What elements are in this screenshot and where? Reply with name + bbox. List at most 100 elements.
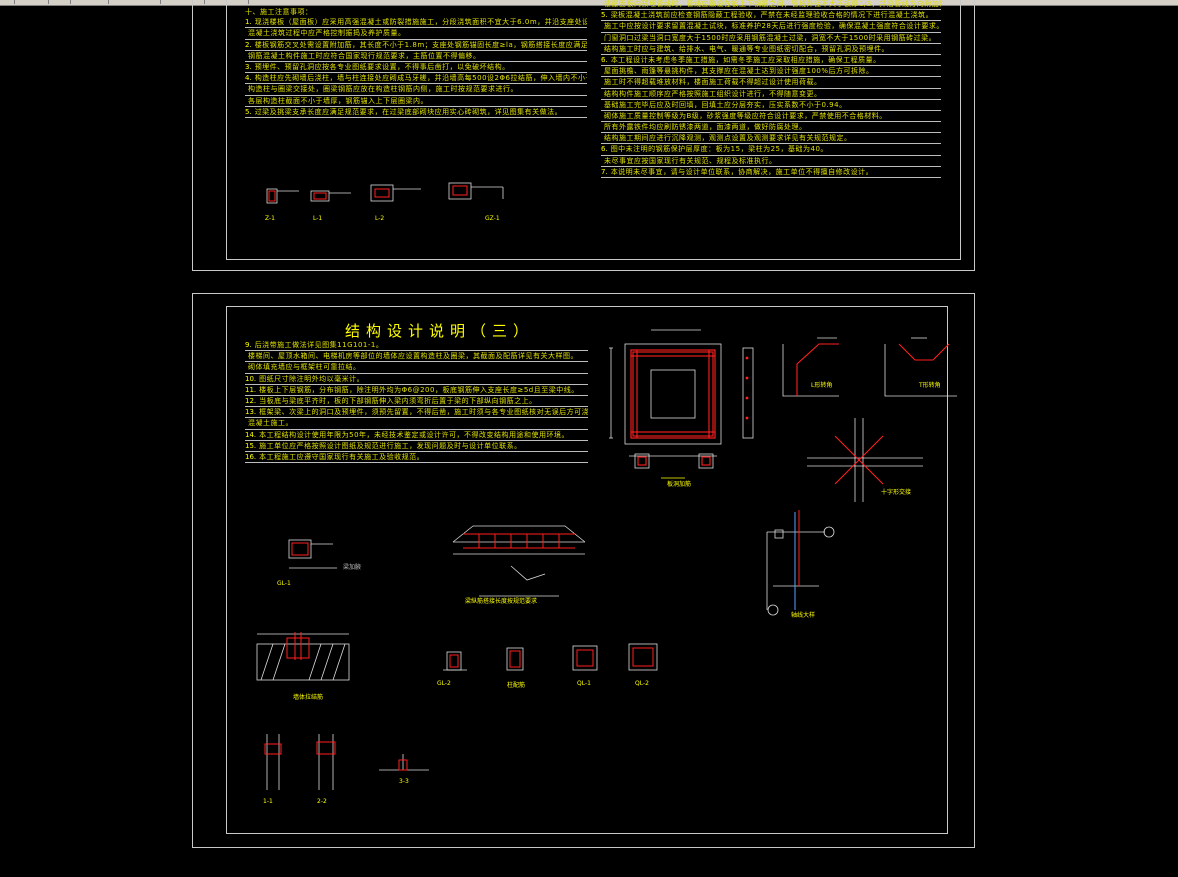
sheet-title: 结构设计说明（三） xyxy=(345,322,535,340)
note-text: 图中未注明的钢筋保护层厚度：板为15，梁柱为25，基础为40。 xyxy=(610,145,828,154)
note-text: 预埋件、预留孔洞应按各专业图纸要求设置，不得事后凿打，以免破坏结构。 xyxy=(254,62,510,71)
note-number: 13. xyxy=(245,408,257,417)
note-text: 构造柱应先砌墙后浇柱，墙与柱连接处应砌成马牙槎，并沿墙高每500设2Φ6拉结筋，… xyxy=(254,74,587,83)
note-text: 施工中应按设计要求留置混凝土试块，标准养护28天后进行强度检验，确保混凝土强度符… xyxy=(604,22,941,31)
note-text: 梁板混凝土浇筑前应检查钢筋隐蔽工程验收，严禁在未经监理验收合格的情况下进行混凝土… xyxy=(610,11,934,20)
notes-right-upper: 楼屋面板内预埋管线时，管线应敷设在板上下钢筋之间，管线外径不大于板厚1/3，并沿… xyxy=(601,0,941,178)
note-line: 3.预埋件、预留孔洞应按各专业图纸要求设置，不得事后凿打，以免破坏结构。 xyxy=(245,62,587,74)
note-line: 施工中应按设计要求留置混凝土试块，标准养护28天后进行强度检验，确保混凝土强度符… xyxy=(601,21,941,33)
note-text: 屋面挑檐、雨篷等悬挑构件，其支撑应在混凝土达到设计强度100%后方可拆除。 xyxy=(604,67,874,76)
toolbar-button[interactable] xyxy=(48,0,49,4)
notes-left-upper: 十、施工注意事项： 1.现浇楼板（屋面板）应采用高强混凝土或防裂措施施工，分段浇… xyxy=(245,7,587,118)
note-text: 楼板上下层钢筋，分布钢筋，除注明外均为Φ6@200，板底钢筋伸入支座长度≥5d且… xyxy=(259,385,579,394)
note-text: 本工程施工应遵守国家现行有关施工及验收规范。 xyxy=(259,452,425,461)
note-text: 基础施工完毕后应及时回填，回填土应分层夯实，压实系数不小于0.94。 xyxy=(604,100,847,109)
note-line: 2.楼板钢筋交叉处需设置附加筋，其长度不小于1.8m；支座处钢筋锚固长度≥la，… xyxy=(245,40,587,51)
note-line: 4.构造柱应先砌墙后浇柱，墙与柱连接处应砌成马牙槎，并沿墙高每500设2Φ6拉结… xyxy=(245,73,587,85)
detail-label: 1-1 xyxy=(263,798,273,805)
note-line: 11.楼板上下层钢筋，分布钢筋，除注明外均为Φ6@200，板底钢筋伸入支座长度≥… xyxy=(245,385,588,396)
note-number: 5. xyxy=(245,107,252,116)
detail-label: 十字形交接 xyxy=(881,489,912,496)
note-line: 砌体填充墙应与框架柱可靠拉结。 xyxy=(245,362,588,374)
notes-lower: 9.后浇带施工做法详见图集11G101-1。楼梯间、屋顶水箱间、电梯机房等部位的… xyxy=(245,340,588,464)
note-text: 结构施工时应与建筑、给排水、电气、暖通等专业图纸密切配合，预留孔洞及预埋件。 xyxy=(604,44,889,53)
drawing-sheet-upper[interactable]: 十、施工注意事项： 1.现浇楼板（屋面板）应采用高强混凝土或防裂措施施工，分段浇… xyxy=(192,0,975,271)
corner-details xyxy=(782,337,957,397)
note-text: 构造柱与圈梁交接处，圈梁钢筋应放在构造柱钢筋内侧，施工时按规范要求进行。 xyxy=(248,85,518,94)
detail-label: 墙体拉结筋 xyxy=(293,694,324,701)
beam-section-detail xyxy=(288,539,337,569)
upper-detail-row xyxy=(266,182,504,204)
detail-label: GZ-1 xyxy=(485,215,500,222)
detail-label: 板洞加筋 xyxy=(667,481,692,488)
note-line: 结构施工时应与建筑、给排水、电气、暖通等专业图纸密切配合，预留孔洞及预埋件。 xyxy=(601,44,941,55)
note-text: 当板底与梁底平齐时，板的下部钢筋伸入梁内须弯折后置于梁的下部纵向钢筋之上。 xyxy=(259,396,537,405)
note-text: 框架梁、次梁上的洞口及预埋件，须预先留置，不得后凿，施工时须与各专业图纸核对无误… xyxy=(259,408,588,417)
detail-label: GL-1 xyxy=(277,580,291,587)
detail-label: 2-2 xyxy=(317,798,327,805)
note-text: 各层构造柱截面不小于墙厚，钢筋锚入上下层圈梁内。 xyxy=(248,96,428,105)
detail-label: QL-1 xyxy=(577,680,591,687)
note-line: 12.当板底与梁底平齐时，板的下部钢筋伸入梁内须弯折后置于梁的下部纵向钢筋之上。 xyxy=(245,396,588,408)
note-line: 各层构造柱截面不小于墙厚，钢筋锚入上下层圈梁内。 xyxy=(245,96,587,107)
toolbar-button[interactable] xyxy=(108,0,109,4)
note-text: 现浇楼板（屋面板）应采用高强混凝土或防裂措施施工，分段浇筑面积不宜大于6.0m，… xyxy=(254,18,587,27)
note-number: 1. xyxy=(245,18,252,27)
note-line: 楼屋面板内预埋管线时，管线应敷设在板上下钢筋之间，管线外径不大于板厚1/3，并沿… xyxy=(601,0,941,11)
note-line: 10.图纸尺寸除注明外均以毫米计。 xyxy=(245,374,588,385)
note-line: 施工时不得超载堆放材料，楼面施工荷载不得超过设计使用荷载。 xyxy=(601,77,941,89)
cad-toolbar-strip xyxy=(0,0,1178,6)
drawing-sheet-lower[interactable]: 结构设计说明（三） 9.后浇带施工做法详见图集11G101-1。楼梯间、屋顶水箱… xyxy=(192,293,975,848)
note-line: 未尽事宜应按国家现行有关规范、规程及标准执行。 xyxy=(601,156,941,167)
note-number: 9. xyxy=(245,341,252,349)
note-number: 6. xyxy=(601,55,608,64)
detail-label: L形转角 xyxy=(811,382,833,389)
note-text: 门窗洞口过梁当洞口宽度大于1500时应采用钢筋混凝土过梁，洞宽不大于1500时采… xyxy=(604,33,937,42)
note-text: 钢筋混凝土构件施工时应符合国家现行规范要求，主筋位置不得偏移。 xyxy=(248,51,481,60)
detail-label: L-2 xyxy=(375,215,385,222)
note-number: 2. xyxy=(245,40,252,49)
note-text: 结构构件施工顺序应严格按照施工组织设计进行，不得随意变更。 xyxy=(604,89,822,98)
note-line: 混凝土施工。 xyxy=(245,418,588,430)
note-text: 施工单位应严格按照设计图纸及规范进行施工，发现问题及时与设计单位联系。 xyxy=(259,441,522,450)
note-number: 6. xyxy=(601,145,608,154)
note-line: 14.本工程结构设计使用年限为50年，未经技术鉴定或设计许可，不得改变结构用途和… xyxy=(245,430,588,441)
note-text: 砌体填充墙应与框架柱可靠拉结。 xyxy=(248,363,361,372)
note-text: 本工程结构设计使用年限为50年，未经技术鉴定或设计许可，不得改变结构用途和使用环… xyxy=(259,430,570,439)
note-number: 5. xyxy=(601,11,608,20)
note-line: 钢筋混凝土构件施工时应符合国家现行规范要求，主筋位置不得偏移。 xyxy=(245,51,587,62)
toolbar-button[interactable] xyxy=(204,0,205,4)
note-line: 结构构件施工顺序应严格按照施工组织设计进行，不得随意变更。 xyxy=(601,89,941,100)
toolbar-button[interactable] xyxy=(70,0,71,4)
note-line: 13.框架梁、次梁上的洞口及预埋件，须预先留置，不得后凿，施工时须与各专业图纸核… xyxy=(245,407,588,419)
note-line: 所有外露铁件均应刷防锈漆两道，面漆两道，做好防腐处理。 xyxy=(601,122,941,134)
note-line: 16.本工程施工应遵守国家现行有关施工及验收规范。 xyxy=(245,452,588,464)
toolbar-button[interactable] xyxy=(248,0,249,4)
note-line: 楼梯间、屋顶水箱间、电梯机房等部位的墙体应设置构造柱及圈梁，其截面及配筋详见有关… xyxy=(245,351,588,363)
detail-label: 梁加腋 xyxy=(343,564,362,571)
beam-elevation-detail xyxy=(452,525,586,597)
note-text: 本说明未尽事宜，请与设计单位联系，协商解决，施工单位不得擅自修改设计。 xyxy=(610,167,874,176)
detail-label: 3-3 xyxy=(399,778,409,785)
note-line: 混凝土浇筑过程中应严格控制振捣及养护质量。 xyxy=(245,28,587,40)
detail-label: 柱配筋 xyxy=(507,682,526,689)
note-line: 5.过梁及挑梁支承长度应满足规范要求，在过梁底部砌块应用实心砖砌筑，详见图集有关… xyxy=(245,107,587,118)
wall-section-detail xyxy=(256,632,350,681)
detail-label: 轴线大样 xyxy=(791,612,816,619)
detail-label: 梁纵筋搭接长度按规范要求 xyxy=(465,598,538,605)
toolbar-button[interactable] xyxy=(14,0,15,4)
note-number: 10. xyxy=(245,374,257,383)
note-text: 混凝土浇筑过程中应严格控制振捣及养护质量。 xyxy=(248,29,406,38)
note-text: 图纸尺寸除注明外均以毫米计。 xyxy=(259,374,365,383)
cross-detail xyxy=(807,418,923,502)
note-number: 3. xyxy=(245,62,252,71)
sheet-inner-frame xyxy=(226,306,948,834)
bottom-section-details xyxy=(264,734,429,790)
detail-label: Z-1 xyxy=(265,215,275,222)
toolbar-button[interactable] xyxy=(160,0,161,4)
note-line: 9.后浇带施工做法详见图集11G101-1。 xyxy=(245,340,588,352)
detail-label: GL-2 xyxy=(437,680,451,687)
section-heading: 十、施工注意事项： xyxy=(245,8,313,16)
note-number: 14. xyxy=(245,430,257,439)
